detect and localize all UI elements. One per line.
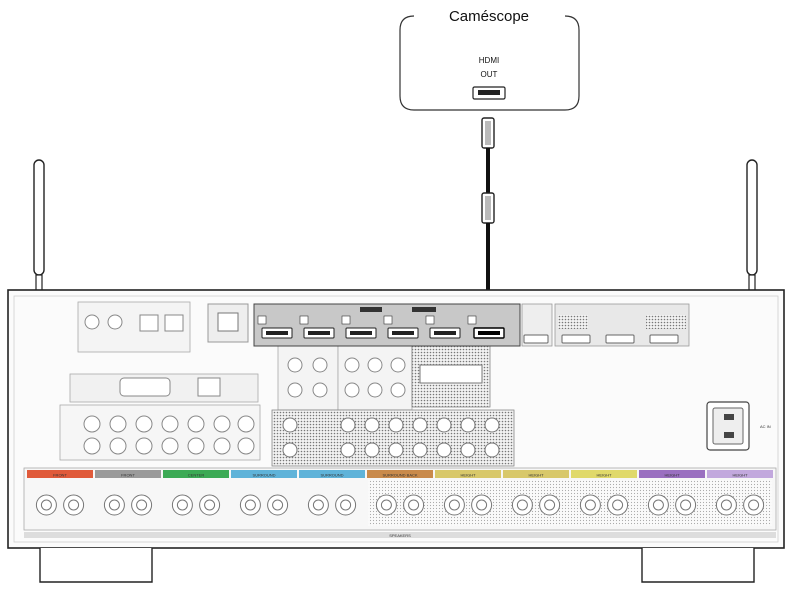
- speaker-binding-post-core: [176, 499, 188, 511]
- speaker-binding-post-core: [272, 499, 284, 511]
- speaker-group-color-bar: [639, 470, 705, 478]
- speaker-binding-post-core: [748, 499, 760, 511]
- speaker-group-color-bar: [367, 470, 433, 478]
- speaker-group-label: HEIGHT: [664, 473, 680, 478]
- speaker-group-color-bar: [231, 470, 297, 478]
- speaker-binding-post-core: [244, 499, 256, 511]
- speaker-group-label: SURROUND: [252, 473, 275, 478]
- speaker-group-label: HEIGHT: [528, 473, 544, 478]
- speaker-binding-post-core: [312, 499, 324, 511]
- ac-in-label: AC IN: [760, 424, 771, 429]
- camcorder-device: Caméscope HDMI OUT: [399, 8, 580, 111]
- speaker-group-color-bar: [95, 470, 161, 478]
- speaker-binding-post-core: [448, 499, 460, 511]
- speaker-group-label: HEIGHT: [596, 473, 612, 478]
- speaker-group-label: HEIGHT: [460, 473, 476, 478]
- av-receiver: AC IN FRONT FRONT CENTER SURROUND SURROUND SU…: [7, 289, 785, 583]
- hdmi-out-port-icon: [472, 86, 506, 100]
- speaker-group-color-bar: [435, 470, 501, 478]
- speaker-group-label: FRONT: [121, 473, 135, 478]
- speaker-group-color-bar: [571, 470, 637, 478]
- speaker-group-label: HEIGHT: [732, 473, 748, 478]
- speaker-group-label: SURROUND: [320, 473, 343, 478]
- speaker-group-label: FRONT: [53, 473, 67, 478]
- speaker-binding-post-core: [516, 499, 528, 511]
- speaker-binding-post-core: [340, 499, 352, 511]
- speaker-binding-post-core: [108, 499, 120, 511]
- speaker-group-color-bar: [707, 470, 773, 478]
- speaker-binding-post-core: [720, 499, 732, 511]
- speaker-binding-post-core: [612, 499, 624, 511]
- receiver-foot-left: [39, 548, 153, 583]
- receiver-foot-right: [641, 548, 755, 583]
- speakers-label: SPEAKERS: [389, 533, 411, 538]
- speaker-binding-post-core: [380, 499, 392, 511]
- hdmi-target-port: [473, 327, 505, 339]
- speaker-binding-post-core: [68, 499, 80, 511]
- speaker-binding-post-core: [652, 499, 664, 511]
- speaker-binding-post-core: [204, 499, 216, 511]
- camcorder-title: Caméscope: [449, 8, 529, 25]
- speaker-binding-post-core: [680, 499, 692, 511]
- speaker-group-label: SURROUND BACK: [382, 473, 417, 478]
- speaker-binding-post-core: [476, 499, 488, 511]
- speaker-binding-post-core: [136, 499, 148, 511]
- speaker-group-label: CENTER: [188, 473, 205, 478]
- speaker-binding-post-core: [408, 499, 420, 511]
- speaker-binding-post-core: [584, 499, 596, 511]
- speaker-group-color-bar: [163, 470, 229, 478]
- hdmi-input-bar: [253, 303, 521, 347]
- speaker-terminals: FRONT FRONT CENTER SURROUND SURROUND SURROUND…: [23, 467, 777, 538]
- hdmi-port-label-1: HDMI: [479, 56, 499, 65]
- speaker-group-color-bar: [503, 470, 569, 478]
- ac-inlet-icon: [706, 401, 750, 451]
- hdmi-cable: [481, 117, 495, 334]
- speaker-binding-post-core: [40, 499, 52, 511]
- hdmi-port-label-2: OUT: [481, 70, 498, 79]
- speaker-group-color-bar: [27, 470, 93, 478]
- speaker-binding-post-core: [544, 499, 556, 511]
- speaker-group-color-bar: [299, 470, 365, 478]
